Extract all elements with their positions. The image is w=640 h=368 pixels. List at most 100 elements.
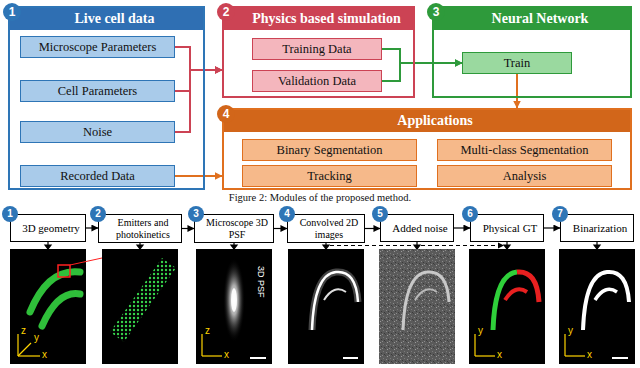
axes — [475, 334, 495, 356]
axis-line — [474, 334, 475, 356]
axis-label: z — [205, 325, 210, 336]
callout-number: 1 — [3, 3, 21, 21]
arrow-head — [323, 245, 329, 249]
parameter-box: Training Data — [252, 38, 382, 60]
axis-line — [475, 355, 495, 356]
flow-arrow — [382, 49, 462, 63]
scale-bar — [250, 357, 266, 359]
flow-arrow — [365, 228, 380, 229]
box-label: Binary Segmentation — [277, 143, 383, 158]
flow-arrow — [175, 70, 222, 91]
parameter-box: Train — [462, 52, 572, 74]
box-label: Physical GT — [483, 222, 538, 234]
flow-arrow — [454, 227, 470, 228]
step-box: Microscope 3D PSF — [194, 214, 274, 243]
box-label: Analysis — [503, 169, 547, 184]
axis-label: x — [224, 349, 229, 360]
box-label: Tracking — [307, 169, 352, 184]
image-panel — [469, 249, 545, 364]
image-panel — [196, 249, 272, 364]
callout-number: 1 — [2, 206, 18, 222]
module-panel: Live cell dataMicroscope ParametersCell … — [8, 6, 205, 190]
box-label: Multi-class Segmentation — [460, 143, 588, 158]
panel-heading: Physics based simulation — [224, 8, 413, 30]
arrow-head — [498, 243, 504, 249]
callout-number: 3 — [188, 206, 204, 222]
callout-number: 2 — [217, 3, 235, 21]
axis-line — [18, 355, 40, 356]
step-box: Emitters and photokinetics — [98, 214, 182, 243]
parameter-box: Noise — [20, 121, 175, 143]
scale-bar — [612, 357, 628, 359]
zoom-square — [58, 265, 70, 277]
box-label: Microscope 3D PSF — [204, 217, 270, 241]
parameter-box: Validation Data — [252, 70, 382, 92]
box-label: Cell Parameters — [58, 84, 138, 99]
dashed-arrow — [330, 245, 498, 246]
box-label: Train — [504, 56, 531, 71]
arrow-head — [137, 245, 143, 249]
axis-line — [564, 334, 565, 356]
axes — [202, 334, 222, 356]
cell-image — [312, 272, 358, 330]
box-label: Recorded Data — [60, 169, 135, 184]
axis-label: y — [568, 325, 573, 336]
cell-tube — [42, 294, 80, 326]
axis-label: z — [21, 325, 26, 336]
box-label: Validation Data — [278, 74, 356, 89]
parameter-box: Multi-class Segmentation — [437, 139, 612, 161]
noisy-cell — [415, 289, 437, 300]
parameter-box: Recorded Data — [20, 165, 175, 187]
callout-number: 3 — [427, 3, 445, 21]
psf-blob — [223, 258, 245, 342]
callout-number: 5 — [372, 206, 388, 222]
cell-image — [324, 289, 346, 300]
box-label: Microscope Parameters — [39, 40, 157, 55]
box-label: 3D geometry — [22, 222, 80, 234]
down-arrows — [45, 242, 600, 249]
blur-halo — [312, 272, 358, 330]
arrow-head — [45, 245, 51, 249]
panel-heading: Neural Network — [434, 8, 630, 30]
flow-arrow — [175, 175, 222, 177]
flow-arrow — [544, 227, 560, 228]
flow-arrow — [86, 227, 98, 228]
class-green — [493, 272, 517, 330]
arrow-head — [231, 245, 237, 249]
axis-line — [201, 334, 202, 356]
emitter-band — [110, 258, 176, 342]
flow-arrow — [175, 70, 222, 132]
class-red — [517, 272, 539, 302]
callout-number: 4 — [279, 206, 295, 222]
image-panel — [10, 249, 86, 364]
psf-label: 3D PSF — [256, 266, 266, 298]
parameter-box: Microscope Parameters — [20, 36, 175, 58]
axis-label: x — [587, 349, 592, 360]
step-box: Physical GT — [470, 214, 544, 242]
flow-arrow — [182, 228, 194, 229]
box-label: Noise — [83, 125, 112, 140]
image-panel — [559, 249, 635, 364]
callout-number: 2 — [90, 206, 106, 222]
callout-number: 7 — [552, 206, 568, 222]
class-red — [505, 289, 527, 300]
image-panel — [379, 249, 455, 364]
axis-label: y — [34, 332, 39, 343]
binary-mask — [595, 289, 617, 300]
axis-line — [202, 355, 222, 356]
parameter-box: Binary Segmentation — [242, 139, 417, 161]
callout-number: 4 — [217, 105, 235, 123]
step-box: 3D geometry — [10, 214, 86, 242]
axis-label: x — [42, 349, 47, 360]
axis-line — [18, 343, 31, 356]
arrow-head — [504, 245, 510, 249]
zoom-leader — [70, 258, 102, 265]
axis-label: x — [497, 349, 502, 360]
box-label: Training Data — [282, 42, 351, 57]
axis-line — [17, 334, 18, 356]
psf-core — [231, 288, 237, 312]
parameter-box: Analysis — [437, 165, 612, 187]
step-box: Binarization — [560, 214, 634, 242]
